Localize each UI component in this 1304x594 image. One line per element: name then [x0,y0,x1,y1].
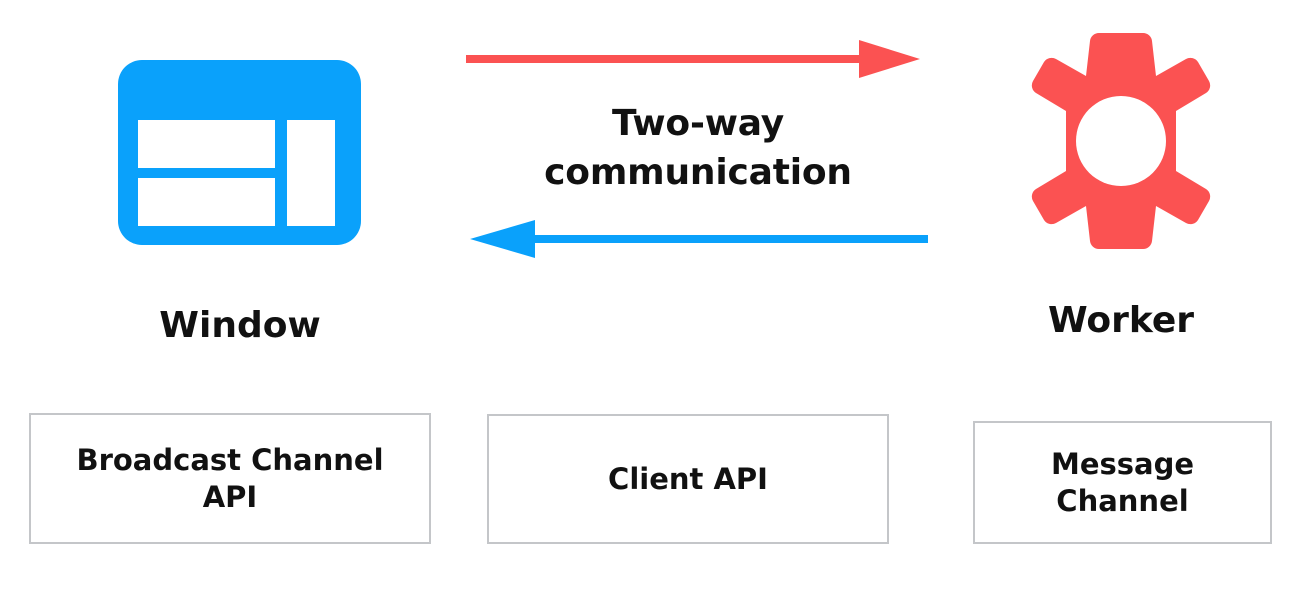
window-pane-right [287,120,335,226]
arrow-worker-to-window [466,218,928,260]
caption-line-2: communication [544,151,852,193]
api-box-label: Message Channel [1050,447,1195,518]
api-box-label: Client API [608,461,768,496]
node-label-worker: Worker [1047,300,1195,341]
two-way-communication-caption: Two-way communication [474,100,922,197]
api-box-client-api: Client API [487,414,889,544]
api-box-broadcast-channel-api: Broadcast Channel API [29,413,431,544]
window-pane-top-left [138,120,275,168]
api-box-label: Broadcast Channel API [76,443,384,514]
gear-icon [1015,28,1227,254]
node-label-window: Window [159,305,321,346]
arrow-window-to-worker [466,38,920,80]
window-pane-bottom-left [138,178,275,226]
api-box-message-channel: Message Channel [973,421,1272,544]
caption-line-1: Two-way [611,103,785,144]
browser-window-icon [118,60,361,245]
